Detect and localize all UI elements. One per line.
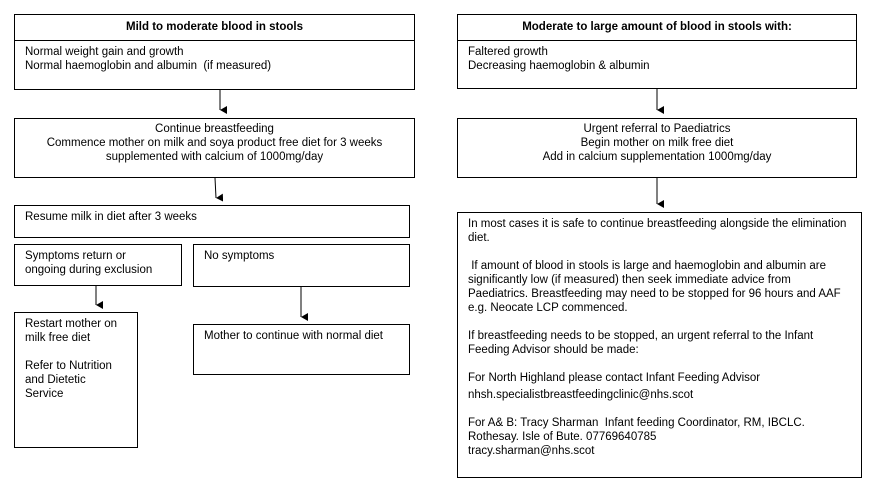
referral-line: Begin mother on milk free diet (580, 137, 734, 149)
refer-line: Refer to Nutrition (25, 360, 112, 372)
argyll-bute-contact-line: For A& B: Tracy Sharman Infant feeding C… (468, 417, 805, 429)
advice-paragraph: In most cases it is safe to continue bre… (468, 218, 847, 244)
referral-line: Urgent referral to Paediatrics (583, 123, 731, 135)
symptoms-return-box: Symptoms return or ongoing during exclus… (14, 244, 182, 286)
right-criteria-box: Faltered growth Decreasing haemoglobin &… (457, 40, 857, 89)
continue-line: Commence mother on milk and soya product… (46, 137, 383, 149)
restart-diet-box: Restart mother on milk free diet Refer t… (14, 312, 138, 448)
continue-breastfeeding-box: Continue breastfeeding Commence mother o… (14, 118, 415, 178)
symptoms-return-line: ongoing during exclusion (25, 264, 153, 276)
no-symptoms-text: No symptoms (204, 250, 275, 262)
no-symptoms-box: No symptoms (193, 244, 410, 287)
right-criteria-line: Faltered growth (468, 46, 548, 58)
referral-line: Add in calcium supplementation 1000mg/da… (542, 151, 772, 163)
advice-paragraph: If amount of blood in stools is large an… (468, 260, 844, 314)
arrow-left-2 (214, 177, 224, 202)
left-criteria-line: Normal weight gain and growth (25, 46, 184, 58)
restart-line: milk free diet (25, 332, 91, 344)
left-header: Mild to moderate blood in stools (126, 21, 303, 33)
urgent-referral-box: Urgent referral to Paediatrics Begin mot… (457, 118, 857, 178)
resume-milk-text: Resume milk in diet after 3 weeks (25, 211, 197, 223)
north-highland-email[interactable]: nhsh.specialistbreastfeedingclinic@nhs.s… (468, 389, 694, 401)
left-criteria-line: Normal haemoglobin and albumin (if measu… (25, 60, 272, 72)
normal-diet-text: Mother to continue with normal diet (204, 330, 383, 342)
refer-line: Service (25, 388, 64, 400)
resume-milk-box: Resume milk in diet after 3 weeks (14, 205, 410, 238)
symptoms-return-line: Symptoms return or (25, 250, 126, 262)
north-highland-text: For North Highland please contact Infant… (468, 372, 761, 384)
advice-paragraph: If breastfeeding needs to be stopped, an… (468, 330, 814, 356)
refer-line: and Dietetic (25, 374, 86, 386)
argyll-bute-contact-line: Rothesay. Isle of Bute. 07769640785 (468, 431, 657, 443)
left-criteria-box: Normal weight gain and growth Normal hae… (14, 40, 415, 90)
argyll-bute-email[interactable]: tracy.sharman@nhs.scot (468, 445, 595, 457)
left-header-box: Mild to moderate blood in stools (14, 14, 415, 41)
continue-line: Continue breastfeeding (155, 123, 274, 135)
right-criteria-line: Decreasing haemoglobin & albumin (468, 60, 650, 72)
advice-box: In most cases it is safe to continue bre… (457, 212, 862, 478)
right-header: Moderate to large amount of blood in sto… (522, 21, 792, 33)
restart-line: Restart mother on (25, 318, 118, 330)
continue-line: supplemented with calcium of 1000mg/day (105, 151, 324, 163)
normal-diet-box: Mother to continue with normal diet (193, 324, 410, 375)
